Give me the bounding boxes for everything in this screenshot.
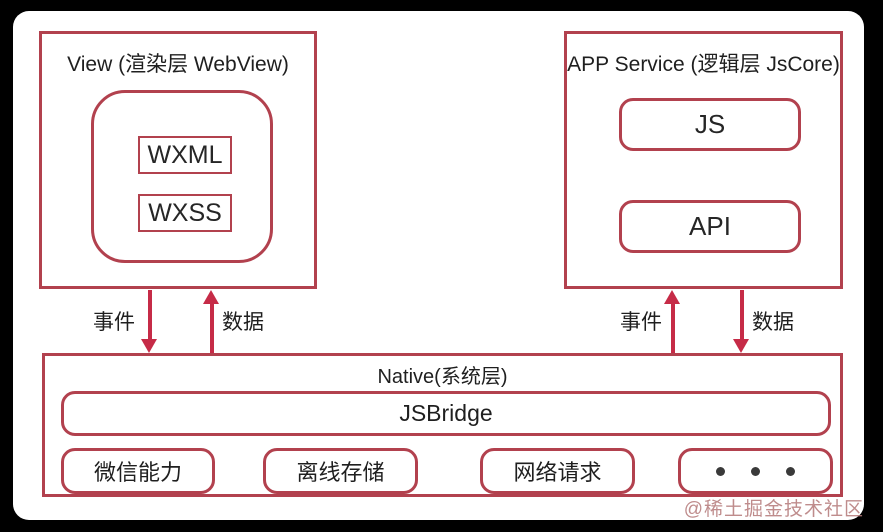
right-data-label: 数据 [752,311,794,334]
capability-network-request: 网络请求 [480,448,635,494]
right-event-arrow-icon [671,304,675,353]
view-inner-group: WXML WXSS [91,90,273,263]
left-data-arrow-icon [210,304,214,353]
view-panel-title: View (渲染层 WebView) [67,53,289,76]
capability-more [678,448,833,494]
capability-offline-storage: 离线存储 [263,448,418,494]
native-panel-title: Native(系统层) [377,366,508,388]
ellipsis-icon [716,466,795,476]
left-data-arrowhead-icon [203,290,219,304]
view-panel: View (渲染层 WebView) WXML WXSS [39,31,317,289]
module-js: JS [619,98,801,151]
left-event-label: 事件 [93,311,135,334]
right-event-arrowhead-icon [664,290,680,304]
left-data-label: 数据 [222,311,264,334]
watermark: @稀土掘金技术社区 [683,499,864,520]
right-data-arrowhead-icon [733,339,749,353]
module-wxss: WXSS [138,194,232,232]
service-panel-title: APP Service (逻辑层 JsCore) [567,53,840,76]
module-api: API [619,200,801,253]
left-event-arrowhead-icon [141,339,157,353]
module-wxml: WXML [138,136,232,174]
right-data-arrow-icon [740,290,744,339]
left-event-arrow-icon [148,290,152,339]
right-event-label: 事件 [620,311,662,334]
service-panel: APP Service (逻辑层 JsCore) JS API [564,31,843,289]
jsbridge-bar: JSBridge [61,391,831,436]
capability-wechat: 微信能力 [61,448,215,494]
native-panel: Native(系统层) JSBridge 微信能力 离线存储 网络请求 [42,353,843,497]
